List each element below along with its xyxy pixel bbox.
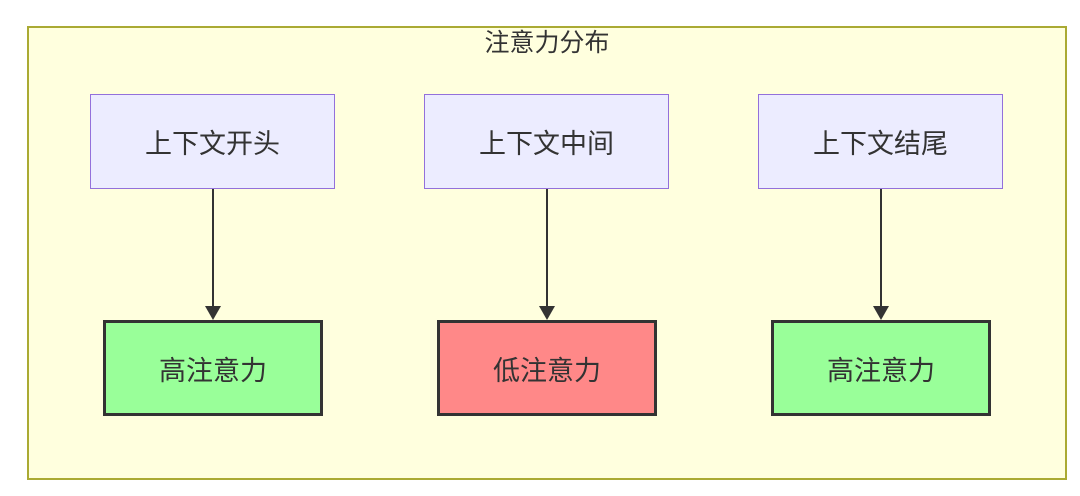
arrow-down-icon xyxy=(205,306,221,320)
arrow-down-icon xyxy=(539,306,555,320)
edge-line-context-beginning xyxy=(212,189,214,307)
node-high-attention-left: 高注意力 xyxy=(103,320,323,416)
node-context-beginning-label: 上下文开头 xyxy=(145,129,280,159)
node-low-attention-middle-label: 低注意力 xyxy=(493,355,601,386)
arrow-down-icon xyxy=(873,306,889,320)
node-low-attention-middle: 低注意力 xyxy=(437,320,657,416)
diagram-title: 注意力分布 xyxy=(484,29,610,57)
node-high-attention-right-label: 高注意力 xyxy=(827,355,935,386)
edge-line-context-middle xyxy=(546,189,548,307)
node-context-middle: 上下文中间 xyxy=(424,94,669,189)
node-high-attention-right: 高注意力 xyxy=(771,320,991,416)
edge-line-context-end xyxy=(880,189,882,307)
node-context-beginning: 上下文开头 xyxy=(90,94,335,189)
node-context-end: 上下文结尾 xyxy=(758,94,1003,189)
node-context-middle-label: 上下文中间 xyxy=(479,129,614,159)
node-context-end-label: 上下文结尾 xyxy=(813,129,948,159)
node-high-attention-left-label: 高注意力 xyxy=(159,355,267,386)
